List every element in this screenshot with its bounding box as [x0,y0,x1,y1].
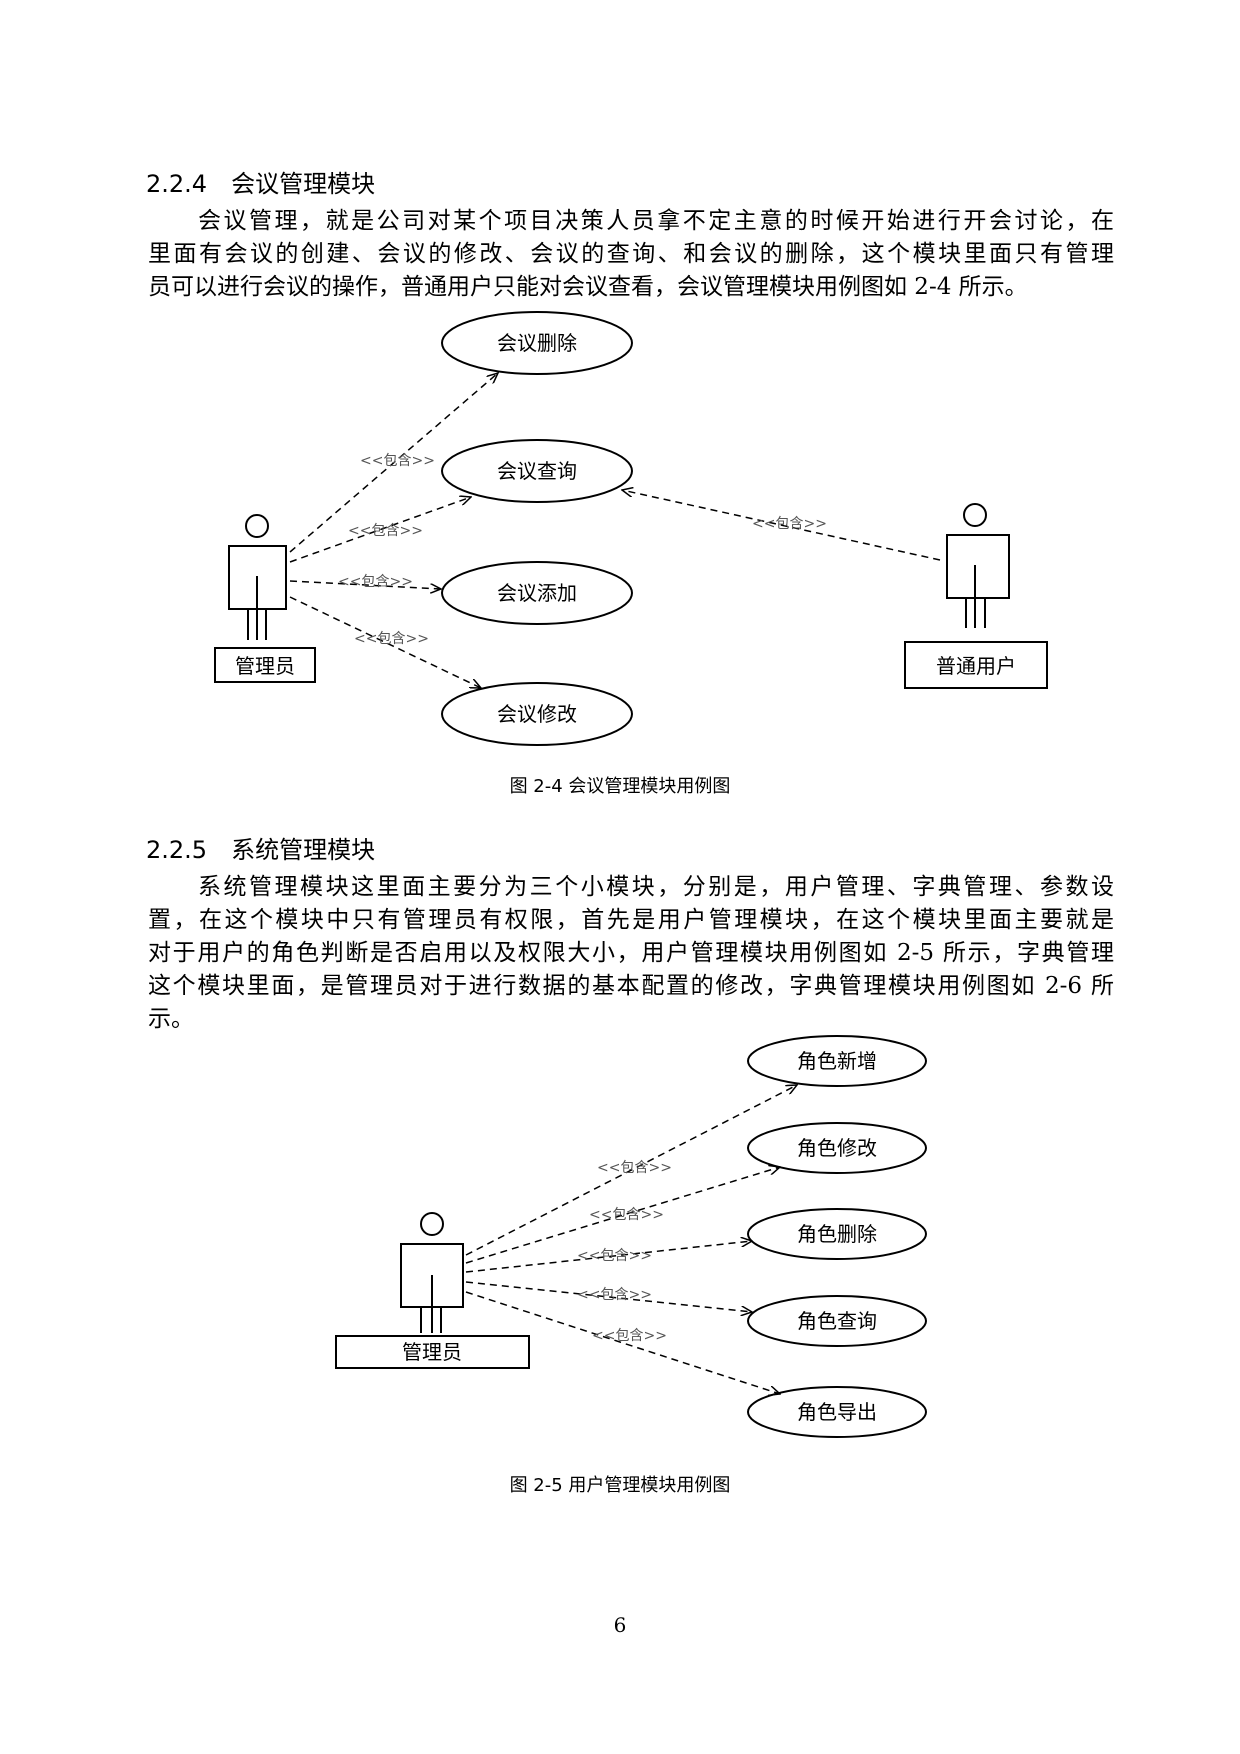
include-arrow [289,497,471,563]
use-case-meeting-edit: 会议修改 [441,682,633,746]
svg-text:角色新增: 角色新增 [797,1049,877,1073]
svg-text:会议添加: 会议添加 [497,581,577,605]
figure-2-4-caption: 图 2-4 会议管理模块用例图 [509,776,731,797]
admin-actor-label: 管理员 [402,1340,462,1364]
include-label: <<包含>> [577,1248,652,1264]
section-2-2-4-paragraph: 会议管理，就是公司对某个项目决策人员拿不定主意的时候开始进行开会讨论，在 里面有… [148,205,1114,304]
include-label: <<包含>> [360,453,435,469]
include-arrow [289,580,441,589]
include-arrow [289,373,498,553]
paragraph-line: 系统管理模块这里面主要分为三个小模块，分别是，用户管理、字典管理、参数设 [198,874,1114,900]
use-case-role-query: 角色查询 [747,1295,927,1347]
paragraph-line: 员可以进行会议的操作，普通用户只能对会议查看，会议管理模块用例图如 2-4 所示… [148,274,1028,300]
include-label: <<包含>> [589,1207,664,1223]
paragraph-line: 这个模块里面，是管理员对于进行数据的基本配置的修改，字典管理模块用例图如 2-6… [148,973,1114,999]
paragraph-line: 置，在这个模块中只有管理员有权限，首先是用户管理模块，在这个模块里面主要就是 [148,907,1114,933]
include-arrow [465,1167,780,1264]
paragraph-line: 示。 [148,1006,194,1032]
user-actor-label: 普通用户 [936,654,1016,678]
section-heading-2-2-5: 2.2.5 系统管理模块 [146,836,376,864]
include-label: <<包含>> [752,516,827,532]
section-heading-2-2-4: 2.2.4 会议管理模块 [146,170,376,198]
page-number: 6 [613,1613,627,1637]
section-2-2-5-paragraph: 系统管理模块这里面主要分为三个小模块，分别是，用户管理、字典管理、参数设 置，在… [148,871,1114,1036]
admin-actor-label: 管理员 [235,654,295,678]
user-actor-label-box: 普通用户 [904,641,1048,689]
include-arrow [622,490,941,561]
paragraph-line: 里面有会议的创建、会议的修改、会议的查询、和会议的删除，这个模块里面只有管理 [148,241,1114,267]
include-label: <<包含>> [597,1160,672,1176]
svg-text:角色修改: 角色修改 [797,1136,877,1160]
figure-2-5-use-case-diagram: 管理员 角色新增 角色修改 角色删除 角色查询 角色导出 <<包含>> <<包含… [335,1035,927,1438]
svg-text:角色查询: 角色查询 [797,1309,877,1333]
use-case-meeting-delete: 会议删除 [441,311,633,375]
include-label: <<包含>> [348,523,423,539]
use-case-meeting-query: 会议查询 [441,439,633,503]
svg-text:角色删除: 角色删除 [797,1222,877,1246]
paragraph-line: 对于用户的角色判断是否启用以及权限大小，用户管理模块用例图如 2-5 所示，字典… [148,940,1114,966]
svg-text:会议修改: 会议修改 [497,702,577,726]
user-actor-icon [946,503,1010,628]
include-arrow [465,1085,797,1256]
use-case-role-delete: 角色删除 [747,1208,927,1260]
figure-2-5-caption: 图 2-5 用户管理模块用例图 [509,1475,731,1496]
svg-text:会议删除: 会议删除 [497,331,577,355]
admin-actor-label-box: 管理员 [335,1335,530,1369]
include-label: <<包含>> [577,1287,652,1303]
use-case-meeting-add: 会议添加 [441,561,633,625]
include-label: <<包含>> [592,1328,667,1344]
svg-text:会议查询: 会议查询 [497,459,577,483]
admin-actor-icon [228,514,287,640]
admin-actor-icon [400,1212,464,1333]
svg-text:角色导出: 角色导出 [797,1400,877,1424]
admin-actor-label-box: 管理员 [214,647,316,683]
include-label: <<包含>> [354,631,429,647]
include-label: <<包含>> [338,574,413,590]
use-case-role-edit: 角色修改 [747,1122,927,1174]
use-case-role-export: 角色导出 [747,1386,927,1438]
figure-2-4-use-case-diagram: 管理员 普通用户 会议删除 会议查询 会议添加 会议修改 <<包含>> < [214,311,1048,746]
paragraph-line: 会议管理，就是公司对某个项目决策人员拿不定主意的时候开始进行开会讨论，在 [198,208,1114,234]
use-case-role-add: 角色新增 [747,1035,927,1087]
